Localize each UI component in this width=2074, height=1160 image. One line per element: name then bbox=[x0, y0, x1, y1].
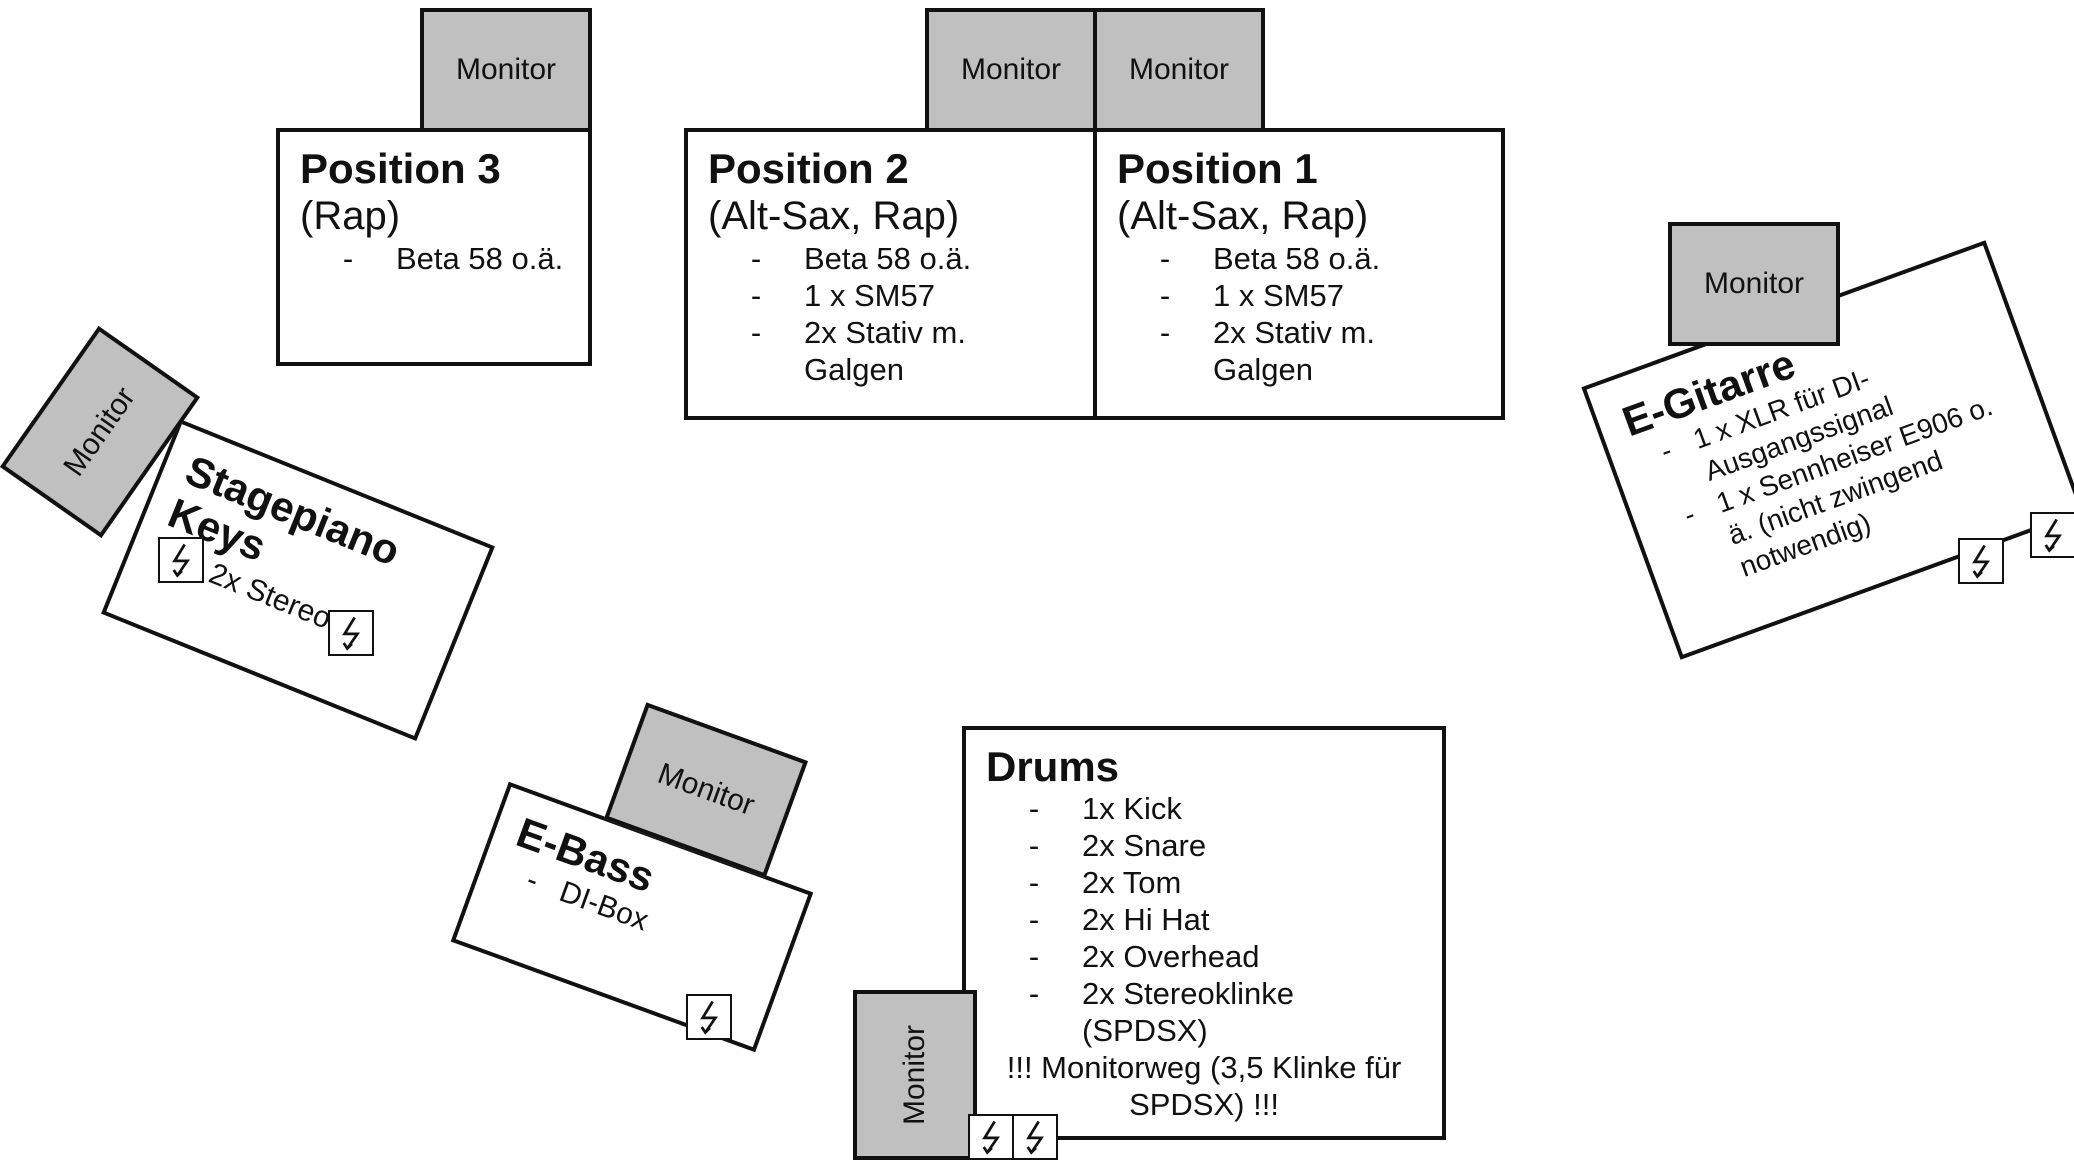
power-outlet-icon bbox=[2030, 512, 2074, 558]
monitor-position-2: Monitor bbox=[925, 8, 1097, 132]
drums-note: !!! Monitorweg (3,5 Klinke für SPDSX) !!… bbox=[1006, 1050, 1402, 1123]
power-outlet-icon bbox=[158, 537, 204, 583]
position-2-box: Position 2 (Alt-Sax, Rap) -Beta 58 o.ä. … bbox=[684, 128, 1098, 420]
list-item: -2x Tom bbox=[1028, 865, 1182, 901]
list-item: -2x Snare bbox=[1028, 828, 1207, 864]
position-3-title: Position 3 bbox=[300, 145, 501, 192]
power-outlet-icon bbox=[1958, 538, 2004, 584]
monitor-position-3: Monitor bbox=[420, 8, 592, 132]
drums-title: Drums bbox=[986, 743, 1120, 790]
monitor-label: Monitor bbox=[653, 756, 759, 823]
position-3-role: (Rap) bbox=[300, 194, 401, 239]
position-1-role: (Alt-Sax, Rap) bbox=[1117, 194, 1369, 239]
monitor-label: Monitor bbox=[57, 381, 142, 483]
monitor-label: Monitor bbox=[1703, 267, 1805, 300]
position-2-title: Position 2 bbox=[708, 145, 909, 192]
position-3-box: Position 3 (Rap) -Beta 58 o.ä. bbox=[276, 128, 592, 366]
position-1-items: -Beta 58 o.ä. -1 x SM57 -2x Stativ m. Ga… bbox=[1117, 240, 1481, 388]
monitor-drums: Monitor bbox=[853, 990, 977, 1160]
list-item: -Beta 58 o.ä. bbox=[342, 241, 564, 277]
list-item: -Beta 58 o.ä. bbox=[1159, 241, 1381, 277]
list-item: -2x Overhead bbox=[1028, 939, 1260, 975]
position-3-items: -Beta 58 o.ä. bbox=[300, 240, 568, 277]
list-item: -1 x SM57 bbox=[750, 278, 935, 314]
power-outlet-icon bbox=[328, 610, 374, 656]
power-outlet-icon bbox=[1012, 1114, 1058, 1160]
list-item: -2x Stativ m. Galgen bbox=[1159, 315, 1375, 388]
list-item: -1x Kick bbox=[1028, 791, 1182, 827]
position-2-role: (Alt-Sax, Rap) bbox=[708, 194, 960, 239]
power-outlet-icon bbox=[968, 1114, 1014, 1160]
drums-items: -1x Kick -2x Snare -2x Tom -2x Hi Hat -2… bbox=[986, 790, 1422, 1049]
monitor-label: Monitor bbox=[1128, 53, 1230, 86]
monitor-guitar: Monitor bbox=[1668, 222, 1840, 346]
power-outlet-icon bbox=[686, 994, 732, 1040]
monitor-label: Monitor bbox=[455, 53, 557, 86]
monitor-label: Monitor bbox=[960, 53, 1062, 86]
list-item: -Beta 58 o.ä. bbox=[750, 241, 972, 277]
monitor-label: Monitor bbox=[897, 1024, 931, 1126]
list-item: -1 x SM57 bbox=[1159, 278, 1344, 314]
position-2-items: -Beta 58 o.ä. -1 x SM57 -2x Stativ m. Ga… bbox=[708, 240, 1074, 388]
monitor-position-1: Monitor bbox=[1093, 8, 1265, 132]
position-1-title: Position 1 bbox=[1117, 145, 1318, 192]
drums-box: Drums -1x Kick -2x Snare -2x Tom -2x Hi … bbox=[962, 726, 1446, 1140]
list-item: -2x Stereoklinke (SPDSX) bbox=[1028, 976, 1294, 1049]
list-item: -2x Stativ m. Galgen bbox=[750, 315, 966, 388]
position-1-box: Position 1 (Alt-Sax, Rap) -Beta 58 o.ä. … bbox=[1093, 128, 1505, 420]
list-item: -2x Hi Hat bbox=[1028, 902, 1210, 938]
